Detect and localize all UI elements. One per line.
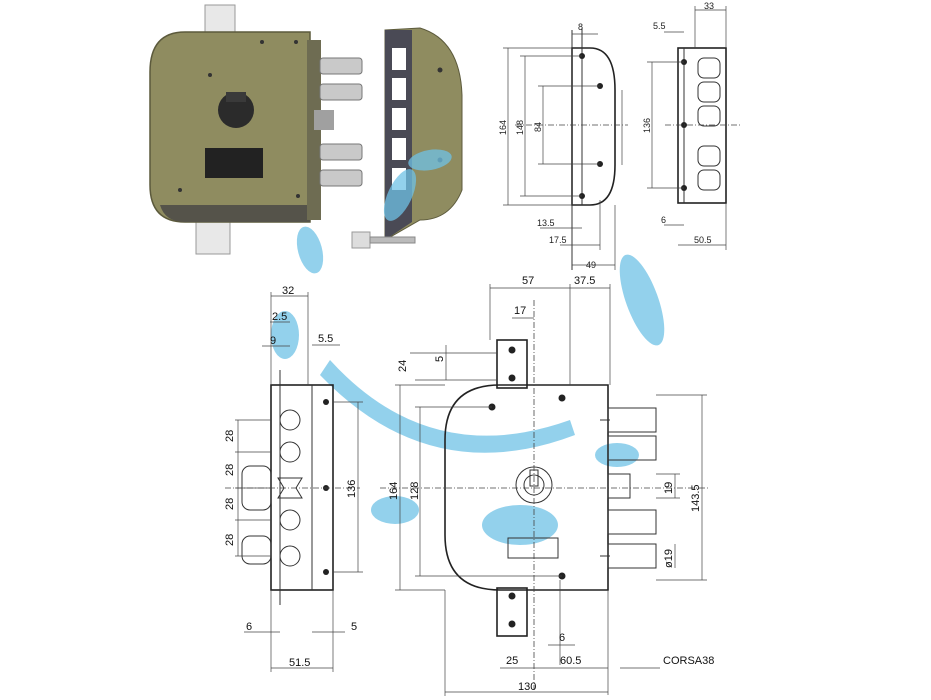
dim-bot-37-5: 37.5: [574, 275, 595, 287]
lock-photo: [149, 4, 363, 255]
dim-bot-phi19: ø19: [663, 549, 675, 568]
dim-bot-6: 6: [246, 621, 252, 633]
bottom-side-view: 32 2.5 9 5.5 28 28 28 28 136 6 5 51.5: [224, 285, 363, 672]
top-side-view: 33 5.5 136 6 50.5: [642, 1, 740, 250]
dim-bot-2-5: 2.5: [272, 311, 287, 323]
dim-bot-5-5: 5.5: [318, 333, 333, 345]
dim-bot-28b: 28: [224, 464, 236, 476]
dim-top-49: 49: [586, 260, 596, 270]
dim-top-148: 148: [515, 120, 525, 135]
dim-bot-51-5: 51.5: [289, 657, 310, 669]
dim-bot-19: 19: [663, 482, 675, 494]
dim-top-33: 33: [704, 1, 714, 11]
watermark-logo: [271, 149, 665, 545]
dim-top-50-5: 50.5: [694, 235, 712, 245]
dim-bot-57: 57: [522, 275, 534, 287]
dim-bot-6-front: 6: [559, 632, 565, 644]
dim-top-6: 6: [661, 215, 666, 225]
dim-bot-28a: 28: [224, 430, 236, 442]
bottom-front-view: 57 37.5 17 24 5 164 128 19 143.5 ø19 6 2…: [380, 275, 714, 696]
dim-bot-5-front: 5: [434, 356, 446, 362]
dim-bot-136: 136: [346, 480, 358, 498]
dim-top-13-5: 13.5: [537, 218, 555, 228]
dim-bot-60-5: 60.5: [560, 655, 581, 667]
dim-bot-32: 32: [282, 285, 294, 297]
dim-bot-28c: 28: [224, 498, 236, 510]
dim-top-136: 136: [642, 118, 652, 133]
top-front-view: 8 164 148 84 13.5 17.5 49: [498, 22, 628, 270]
dim-top-17-5: 17.5: [549, 235, 567, 245]
dim-bot-24: 24: [397, 360, 409, 372]
dim-bot-130: 130: [518, 681, 536, 693]
dim-top-84: 84: [533, 122, 543, 132]
dim-top-8: 8: [578, 22, 583, 32]
dim-top-164: 164: [498, 120, 508, 135]
dim-bot-143-5: 143.5: [690, 484, 702, 512]
dim-bot-corsa: CORSA38: [663, 655, 714, 667]
dim-bot-9: 9: [270, 335, 276, 347]
dim-bot-164: 164: [388, 482, 400, 500]
dim-bot-25: 25: [506, 655, 518, 667]
dim-bot-17: 17: [514, 305, 526, 317]
dim-bot-128: 128: [409, 482, 421, 500]
dim-bot-5: 5: [351, 621, 357, 633]
dim-top-5-5: 5.5: [653, 21, 666, 31]
dim-bot-28d: 28: [224, 534, 236, 546]
key-photo: [351, 231, 416, 249]
